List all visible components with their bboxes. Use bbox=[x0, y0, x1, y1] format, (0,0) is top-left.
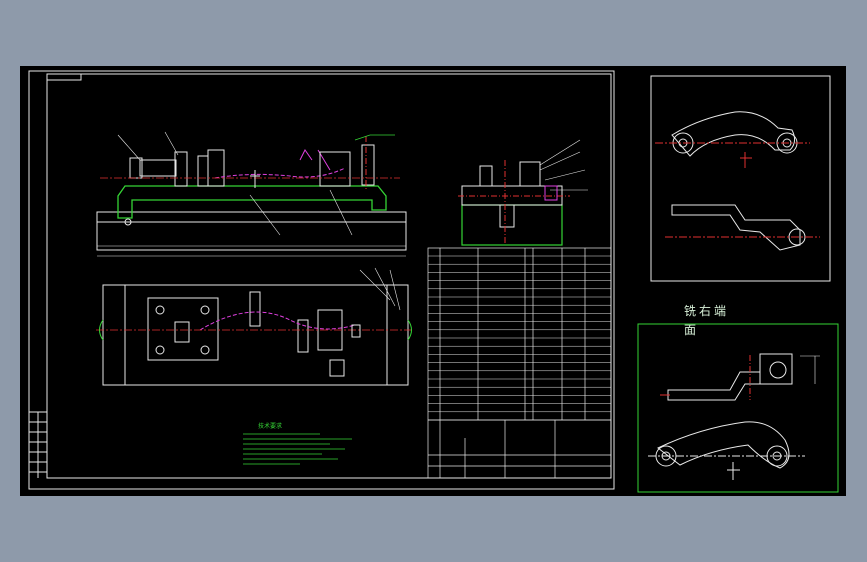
notes-title: 技术要求 bbox=[258, 422, 282, 430]
main-assembly-frame bbox=[28, 70, 615, 490]
operation-label-line2: 面 bbox=[684, 323, 700, 337]
side-view bbox=[458, 139, 588, 246]
parts-list-table bbox=[427, 247, 612, 479]
part-drawing-panel bbox=[650, 75, 831, 282]
parts-list-rows bbox=[428, 255, 611, 421]
operation-panel bbox=[637, 323, 839, 493]
front-view bbox=[96, 131, 407, 257]
title-block bbox=[428, 419, 611, 478]
top-view bbox=[96, 267, 412, 386]
operation-label-line1: 铣右端 bbox=[684, 304, 730, 318]
technical-notes bbox=[243, 433, 352, 465]
